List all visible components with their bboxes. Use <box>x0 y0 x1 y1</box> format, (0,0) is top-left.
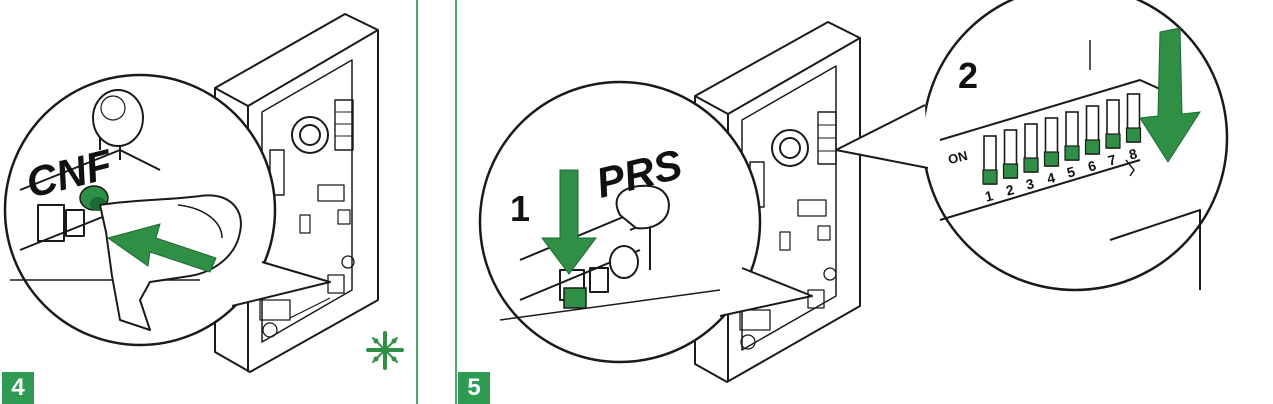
callout-number-1: 1 <box>510 188 531 229</box>
push-arrow-icon <box>106 223 217 273</box>
dip-switch-knob <box>1043 151 1060 167</box>
dip-switch-knob <box>1125 127 1142 143</box>
finger-icon <box>615 184 670 230</box>
dip-switch-knob <box>1084 139 1101 155</box>
zoom-circle-cnf <box>3 73 331 347</box>
prs-button-graphic <box>563 287 587 309</box>
asterisk-snowflake-icon <box>366 331 404 370</box>
slide-down-arrow-icon <box>1139 27 1201 163</box>
press-down-arrow-icon <box>541 169 597 275</box>
dip-switch-knob <box>982 169 998 185</box>
dip-switch-knob <box>1105 133 1121 149</box>
finger-icon <box>99 194 242 331</box>
dip-switch-bank <box>982 93 1142 185</box>
step-badge-5: 5 <box>458 372 490 404</box>
dip-switch-knob <box>1023 157 1039 173</box>
callout-number-2: 2 <box>958 55 979 96</box>
step-badge-4: 4 <box>2 372 34 404</box>
cursor-icon <box>1125 159 1135 177</box>
dip-switch-knob <box>1064 145 1080 161</box>
dip-switch-knob <box>1002 163 1019 179</box>
zoom-circle-prs <box>478 80 813 364</box>
zoom-circle-dip <box>835 0 1229 292</box>
